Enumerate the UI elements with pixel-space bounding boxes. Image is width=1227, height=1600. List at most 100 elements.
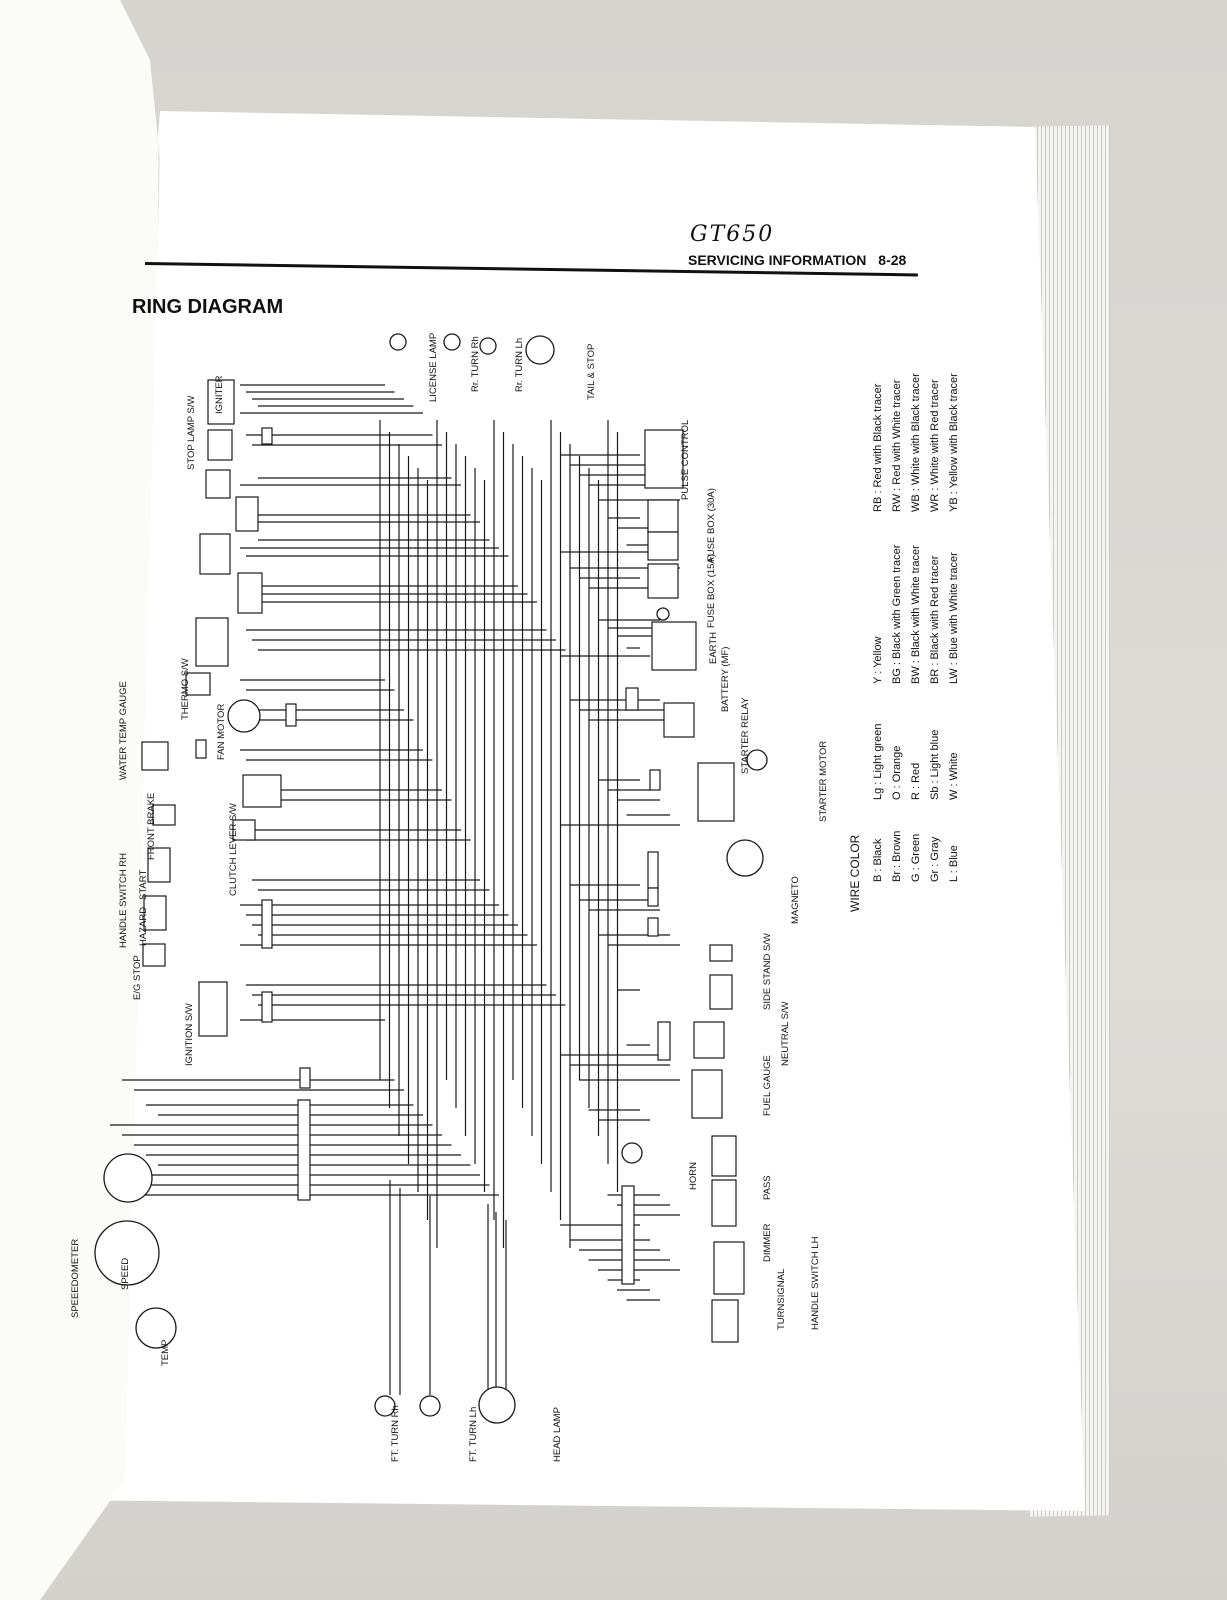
- component-box: [185, 672, 211, 696]
- component-box: [207, 429, 233, 461]
- connector: [649, 769, 661, 791]
- component-box: [141, 741, 169, 771]
- label-dimmer: DIMMER: [762, 1223, 773, 1262]
- component-box: [195, 617, 229, 667]
- legend-sb: Sb : Light blue: [929, 729, 941, 800]
- component-box: [651, 621, 697, 671]
- component-box: [237, 572, 263, 614]
- label-speed: SPEED: [120, 1257, 131, 1290]
- component-box: [198, 981, 228, 1037]
- legend-yb: YB : Yellow with Black tracer: [948, 373, 960, 512]
- label-fuse-box-30a: FUSE BOX (30A): [706, 488, 717, 562]
- label-front-brake: FRONT BRAKE: [146, 792, 157, 860]
- label-stop-lamp-sw: STOP LAMP S/W: [186, 395, 197, 470]
- legend-brt: BR : Black with Red tracer: [929, 555, 941, 684]
- connector: [621, 1185, 635, 1285]
- circle-component: [227, 699, 261, 733]
- label-fuse-box-15a: FUSE BOX (15A): [706, 554, 717, 628]
- component-box: [709, 974, 733, 1010]
- connector: [297, 1099, 311, 1201]
- label-hazard: HAZARD: [138, 906, 149, 946]
- component-box: [647, 563, 679, 599]
- connector: [657, 1021, 671, 1061]
- legend-lg: Lg : Light green: [872, 723, 884, 800]
- component-box: [711, 1299, 739, 1343]
- legend-rb: RB : Red with Black tracer: [872, 383, 884, 512]
- label-head-lamp: HEAD LAMP: [552, 1407, 563, 1462]
- component-box: [647, 531, 679, 561]
- circle-component: [479, 337, 497, 355]
- label-battery: BATTERY (MF): [720, 646, 731, 712]
- diagram-title: RING DIAGRAM: [132, 296, 284, 318]
- legend-lw: LW : Blue with White tracer: [948, 552, 960, 684]
- circle-component: [656, 607, 670, 621]
- component-box: [232, 819, 256, 841]
- legend-rw: RW : Red with White tracer: [891, 379, 903, 512]
- label-temp: TEMP: [160, 1339, 171, 1366]
- connector: [625, 687, 639, 711]
- label-clutch-lever-sw: CLUTCH LEVER S/W: [228, 803, 239, 896]
- section-header: SERVICING INFORMATION 8-28: [688, 252, 906, 268]
- circle-component: [135, 1307, 177, 1349]
- label-pass: PASS: [762, 1175, 773, 1200]
- label-license-lamp: LICENSE LAMP: [428, 332, 439, 402]
- section-title: SERVICING INFORMATION: [688, 252, 867, 268]
- component-box: [644, 429, 684, 489]
- legend-b: B : Black: [872, 838, 884, 882]
- label-tail-stop: TAIL & STOP: [586, 343, 597, 400]
- connector: [261, 427, 273, 445]
- legend-l: L : Blue: [948, 845, 960, 882]
- label-fan-motor: FAN MOTOR: [216, 703, 227, 760]
- circle-component: [389, 333, 407, 351]
- connector: [285, 703, 297, 727]
- model-name: GT650: [690, 222, 775, 247]
- component-box: [709, 944, 733, 962]
- label-start: START: [138, 869, 149, 900]
- component-box: [207, 379, 235, 425]
- legend-br: Br : Brown: [891, 830, 903, 882]
- connector: [261, 899, 273, 949]
- connector: [195, 739, 207, 759]
- component-box: [647, 499, 679, 533]
- component-box: [199, 533, 231, 575]
- label-side-stand-sw: SIDE STAND S/W: [762, 933, 773, 1010]
- label-handle-switch-rh: HANDLE SWITCH RH: [118, 852, 129, 948]
- legend-bg: BG : Black with Green tracer: [891, 544, 903, 684]
- legend-o: O : Orange: [891, 745, 903, 800]
- circle-component: [94, 1220, 160, 1286]
- label-earth: EARTH: [708, 631, 719, 664]
- label-eg-stop: E/G STOP: [132, 955, 143, 1000]
- legend-wb: WB : White with Black tracer: [910, 373, 922, 512]
- label-pulse-control: PULSE CONTROL: [680, 419, 691, 500]
- label-ft-turn-lh: FT. TURN Lh: [468, 1406, 479, 1462]
- circle-component: [419, 1395, 441, 1417]
- connector: [647, 887, 659, 907]
- label-starter-motor: STARTER MOTOR: [818, 740, 829, 822]
- circle-component: [443, 333, 461, 351]
- circle-component: [374, 1395, 396, 1417]
- legend-y: Y : Yellow: [872, 636, 884, 684]
- circle-component: [746, 749, 768, 771]
- connector: [647, 917, 659, 937]
- label-starter-relay: STARTER RELAY: [740, 697, 751, 774]
- label-ft-turn-rh: FT. TURN Rh: [390, 1405, 401, 1462]
- circle-component: [621, 1142, 643, 1164]
- legend-g: G : Green: [910, 833, 922, 882]
- label-speedometer: SPEEEDOMETER: [70, 1238, 81, 1318]
- label-ignition-sw: IGNITION S/W: [184, 1003, 195, 1066]
- component-box: [663, 702, 695, 738]
- circle-component: [726, 839, 764, 877]
- legend-r: R : Red: [910, 762, 922, 800]
- connector: [261, 991, 273, 1023]
- component-box: [152, 804, 176, 826]
- label-thermo-sw: THERMO S/W: [180, 658, 191, 720]
- connector: [647, 851, 659, 889]
- component-box: [242, 774, 282, 808]
- component-box: [143, 895, 167, 931]
- label-turnsignal: TURNSIGNAL: [776, 1268, 787, 1330]
- label-handle-switch-lh: HANDLE SWITCH LH: [810, 1236, 821, 1330]
- label-rr-turn-lh: Rr. TURN Lh: [514, 337, 525, 392]
- connector: [299, 1067, 311, 1089]
- component-box: [147, 847, 171, 883]
